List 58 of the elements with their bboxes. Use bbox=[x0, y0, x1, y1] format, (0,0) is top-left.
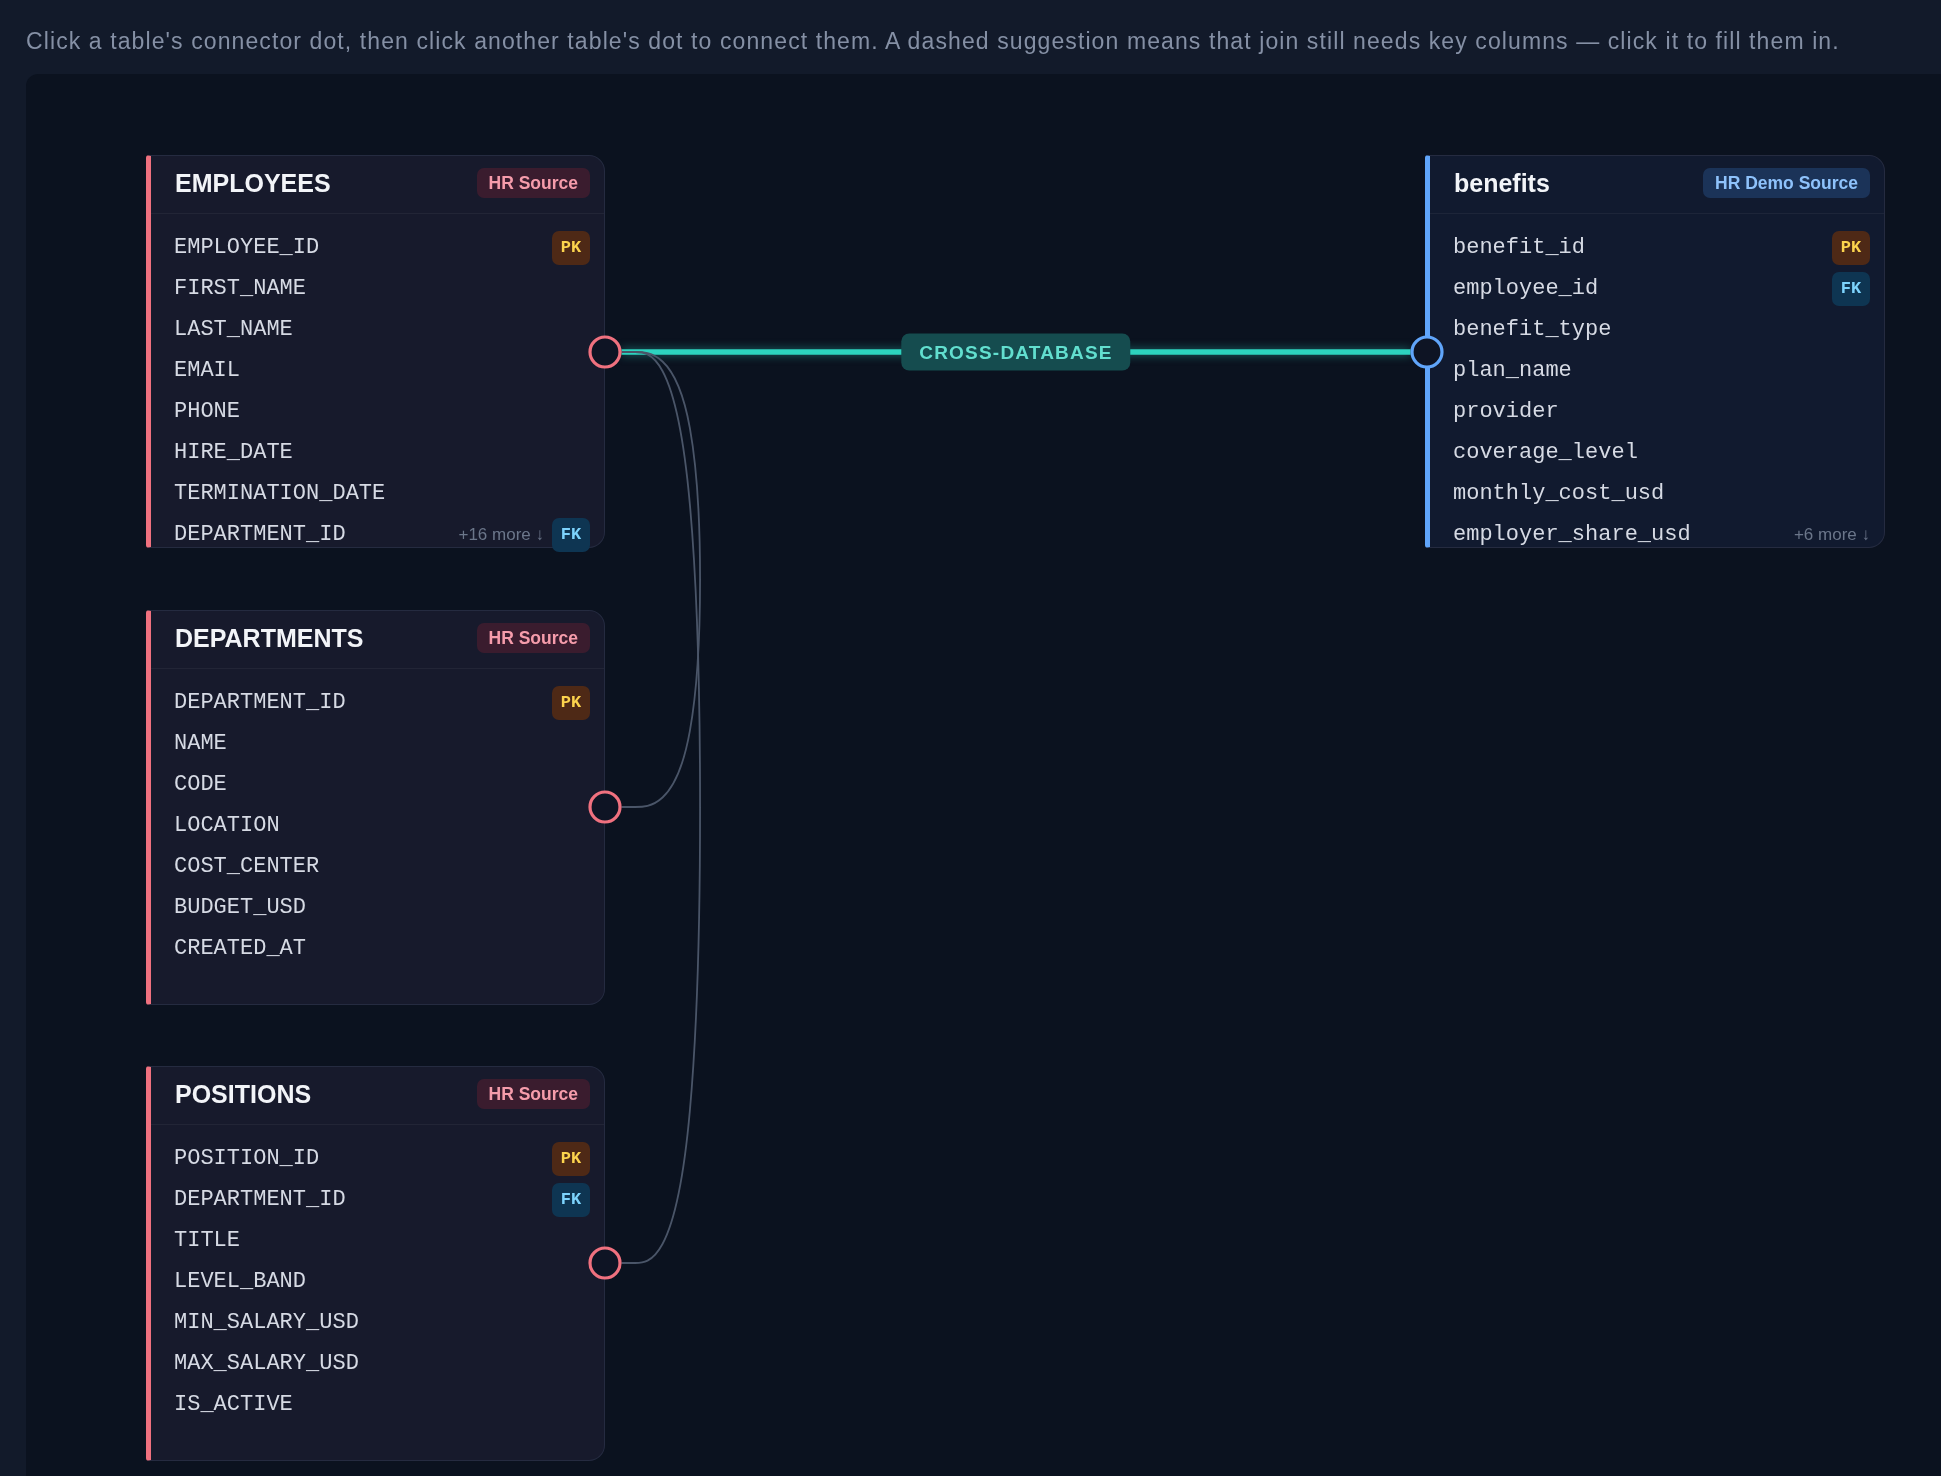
column-name: BUDGET_USD bbox=[174, 896, 307, 920]
column-name: COST_CENTER bbox=[174, 855, 320, 879]
more-columns-link: +6 more ↓ bbox=[1793, 524, 1870, 546]
foreign-key-badge: FK bbox=[552, 1183, 590, 1217]
table-title: EMPLOYEES bbox=[175, 168, 331, 198]
primary-key-badge: PK bbox=[552, 231, 590, 265]
connector-ring-icon bbox=[588, 790, 622, 824]
connector-ring-icon bbox=[1410, 335, 1444, 369]
column-name: FIRST_NAME bbox=[174, 277, 307, 301]
column-name: DEPARTMENT_ID bbox=[174, 523, 346, 547]
relationship-line bbox=[620, 351, 701, 1264]
instruction-text: Click a table's connector dot, then click another table's dot to connect them. A dashed suggestion means that join still needs key columns — click it to fill them in. bbox=[26, 28, 1840, 54]
edge-label: CROSS-DATABASE bbox=[901, 333, 1131, 371]
source-tag: HR Source bbox=[476, 168, 590, 198]
column-name: IS_ACTIVE bbox=[174, 1393, 293, 1417]
source-tag: HR Source bbox=[476, 1079, 590, 1109]
foreign-key-badge: FK bbox=[552, 518, 590, 552]
column-name: LEVEL_BAND bbox=[174, 1270, 307, 1294]
column-name: DEPARTMENT_ID bbox=[174, 1188, 346, 1212]
table-title: DEPARTMENTS bbox=[175, 623, 364, 653]
column-name: coverage_level bbox=[1453, 441, 1638, 465]
column-name: DEPARTMENT_ID bbox=[174, 691, 346, 715]
column-name: TITLE bbox=[174, 1229, 240, 1253]
relationship-line bbox=[620, 351, 701, 808]
column-name: employer_share_usd bbox=[1453, 523, 1691, 547]
column-name: MIN_SALARY_USD bbox=[174, 1311, 359, 1335]
foreign-key-badge: FK bbox=[1832, 272, 1870, 306]
column-name: EMPLOYEE_ID bbox=[174, 236, 320, 260]
more-columns-link: +16 more ↓ bbox=[458, 524, 544, 546]
column-name: LAST_NAME bbox=[174, 318, 293, 342]
source-tag: HR Source bbox=[476, 623, 590, 653]
column-name: NAME bbox=[174, 732, 227, 756]
column-name: monthly_cost_usd bbox=[1453, 482, 1665, 506]
column-name: TERMINATION_DATE bbox=[174, 482, 386, 506]
column-name: provider bbox=[1453, 400, 1559, 424]
primary-key-badge: PK bbox=[552, 686, 590, 720]
connector-ring-icon bbox=[588, 1246, 622, 1280]
table-card bbox=[146, 610, 605, 1005]
column-name: HIRE_DATE bbox=[174, 441, 293, 465]
table-card bbox=[146, 1066, 605, 1461]
column-name: CODE bbox=[174, 773, 227, 797]
column-name: employee_id bbox=[1453, 277, 1599, 301]
table-title: POSITIONS bbox=[175, 1079, 312, 1109]
column-name: EMAIL bbox=[174, 359, 240, 383]
table-title: benefits bbox=[1454, 168, 1550, 198]
source-tag: HR Demo Source bbox=[1703, 168, 1870, 198]
column-name: LOCATION bbox=[174, 814, 280, 838]
connector-ring-icon bbox=[588, 335, 622, 369]
column-name: CREATED_AT bbox=[174, 937, 307, 961]
column-name: POSITION_ID bbox=[174, 1147, 320, 1171]
table-card bbox=[1425, 155, 1885, 548]
column-name: benefit_id bbox=[1453, 236, 1586, 260]
column-name: plan_name bbox=[1453, 359, 1572, 383]
primary-key-badge: PK bbox=[1832, 231, 1870, 265]
column-name: benefit_type bbox=[1453, 318, 1612, 342]
primary-key-badge: PK bbox=[552, 1142, 590, 1176]
column-name: MAX_SALARY_USD bbox=[174, 1352, 359, 1376]
column-name: PHONE bbox=[174, 400, 240, 424]
